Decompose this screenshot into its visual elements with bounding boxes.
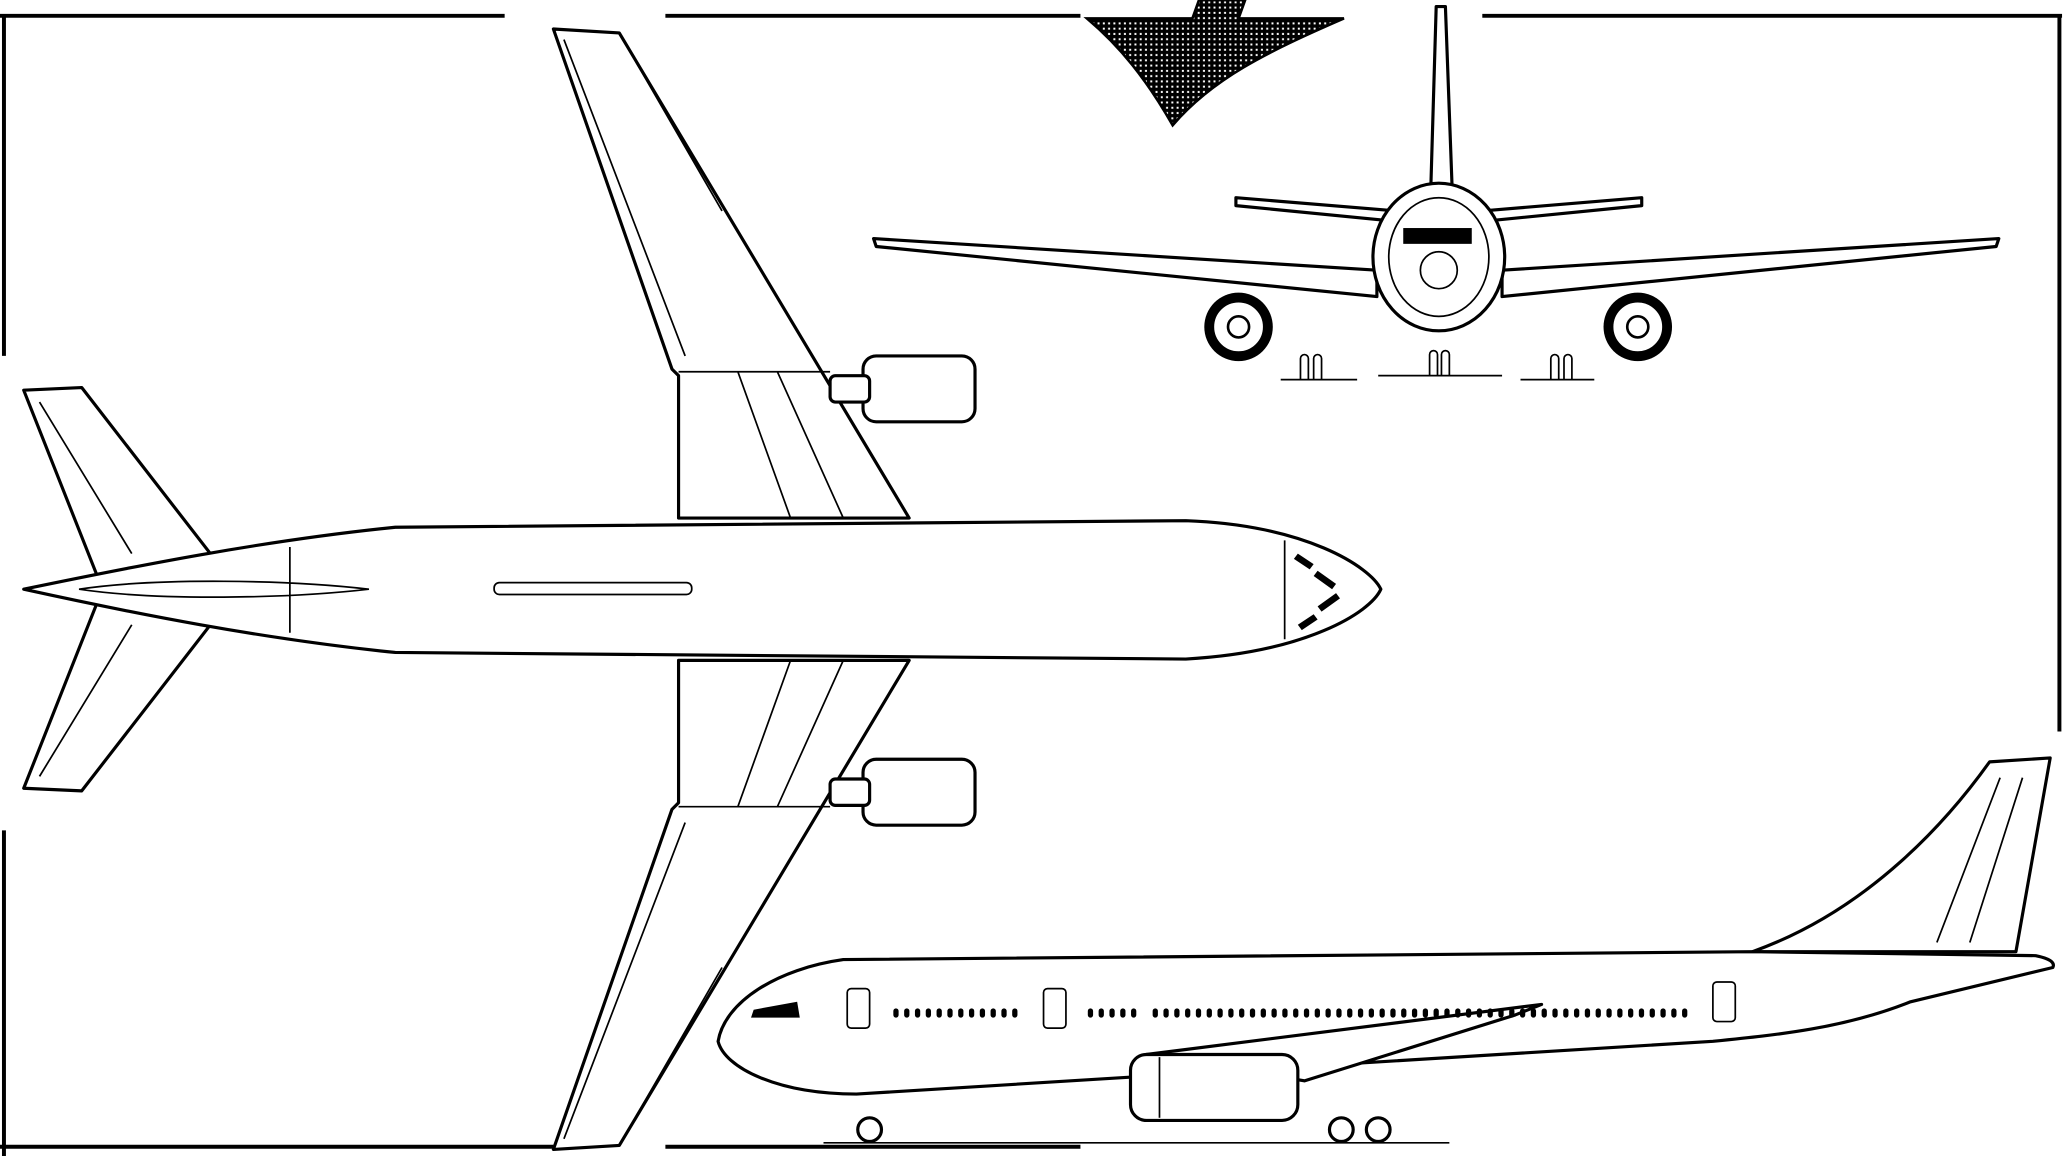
cabin-window: [1671, 1008, 1677, 1018]
front-cockpit-windows: [1403, 228, 1472, 244]
cabin-window: [1163, 1008, 1169, 1018]
cabin-window: [1368, 1008, 1374, 1018]
cabin-window: [1379, 1008, 1385, 1018]
cabin-window: [1606, 1008, 1612, 1018]
cabin-window: [1217, 1008, 1223, 1018]
cabin-window: [1012, 1008, 1018, 1018]
cabin-window: [1347, 1008, 1353, 1018]
front-left-engine: [1204, 292, 1273, 362]
direction-arrow-icon: [1083, 0, 1345, 128]
side-window-row: [893, 1008, 1688, 1018]
cabin-window: [914, 1008, 921, 1018]
cabin-window: [979, 1008, 986, 1018]
cabin-window: [1131, 1008, 1137, 1018]
cabin-window: [1314, 1008, 1320, 1018]
cabin-window: [1617, 1008, 1623, 1018]
cabin-window: [1195, 1008, 1202, 1018]
cabin-window: [1498, 1008, 1504, 1018]
front-left-wing: [871, 236, 1379, 299]
cabin-window: [1433, 1008, 1439, 1018]
cabin-window: [1239, 1008, 1245, 1018]
upper-engine: [828, 354, 977, 424]
cabin-window: [1336, 1008, 1342, 1018]
lower-tailplane: [22, 596, 216, 793]
cabin-window: [1563, 1008, 1569, 1018]
cabin-window: [1293, 1008, 1299, 1018]
cabin-window: [1228, 1008, 1234, 1018]
frame-border: [0, 13, 2063, 1156]
cabin-window: [1465, 1008, 1472, 1018]
cabin-window: [1206, 1008, 1212, 1018]
cabin-window: [1541, 1008, 1547, 1018]
side-view: [716, 756, 2055, 1144]
front-left-tailplane: [1234, 196, 1399, 224]
front-fin: [1429, 5, 1454, 187]
cabin-window: [1552, 1008, 1558, 1018]
cabin-window: [1682, 1008, 1688, 1018]
front-right-tailplane: [1480, 196, 1644, 224]
cabin-window: [1649, 1008, 1655, 1018]
cabin-window: [1249, 1008, 1256, 1018]
cabin-window: [1455, 1008, 1461, 1018]
side-engine: [1128, 1052, 1300, 1122]
side-doors: [846, 981, 1737, 1029]
cabin-window: [1303, 1008, 1310, 1018]
cabin-window: [1271, 1008, 1277, 1018]
cabin-window: [958, 1008, 964, 1018]
front-right-wing: [1500, 236, 2001, 299]
cabin-window: [925, 1008, 932, 1018]
cabin-window: [1001, 1008, 1007, 1018]
cabin-window: [1584, 1008, 1591, 1018]
side-landing-gear: [823, 1116, 1450, 1144]
top-view: [22, 27, 1383, 1151]
cabin-window: [1487, 1008, 1493, 1018]
cabin-window: [1109, 1008, 1115, 1018]
cabin-window: [1174, 1008, 1180, 1018]
front-landing-gear: [1280, 349, 1595, 381]
cabin-window: [1628, 1008, 1634, 1018]
front-fuselage: [1371, 181, 1507, 333]
cabin-window: [1260, 1008, 1266, 1018]
cabin-window: [1390, 1008, 1396, 1018]
upper-wing: [551, 27, 911, 520]
cabin-window: [990, 1008, 996, 1018]
cabin-window: [1519, 1008, 1526, 1018]
cabin-window: [893, 1008, 899, 1018]
cabin-window: [904, 1008, 910, 1018]
cabin-window: [1120, 1008, 1126, 1018]
cabin-window: [1411, 1008, 1418, 1018]
cabin-window: [1660, 1008, 1666, 1018]
front-right-engine: [1603, 292, 1673, 362]
cabin-window: [1185, 1008, 1191, 1018]
upper-tailplane: [22, 385, 216, 582]
cabin-window: [1152, 1008, 1158, 1018]
top-fuselage: [22, 519, 1383, 661]
lower-wing: [551, 658, 911, 1151]
cabin-window: [1595, 1008, 1601, 1018]
cabin-window: [1509, 1008, 1515, 1018]
side-fin: [1750, 756, 2052, 954]
side-cockpit-window: [751, 1001, 800, 1018]
cabin-window: [1325, 1008, 1331, 1018]
cabin-window: [1422, 1008, 1429, 1018]
cabin-window: [947, 1008, 953, 1018]
front-view: [871, 5, 2001, 381]
cabin-window: [1638, 1008, 1645, 1018]
cabin-window: [1282, 1008, 1288, 1018]
cabin-window: [1098, 1008, 1104, 1018]
cabin-window: [1401, 1008, 1407, 1018]
cockpit-windows: [1293, 553, 1341, 631]
cabin-window: [936, 1008, 942, 1018]
cabin-window: [1087, 1008, 1094, 1018]
cabin-window: [1357, 1008, 1364, 1018]
cabin-window: [1530, 1008, 1537, 1018]
wing-fairing: [493, 581, 693, 596]
cabin-window: [1574, 1008, 1580, 1018]
cabin-window: [1476, 1008, 1483, 1018]
cabin-window: [1444, 1008, 1450, 1018]
lower-engine: [828, 757, 977, 827]
cabin-window: [968, 1008, 975, 1018]
